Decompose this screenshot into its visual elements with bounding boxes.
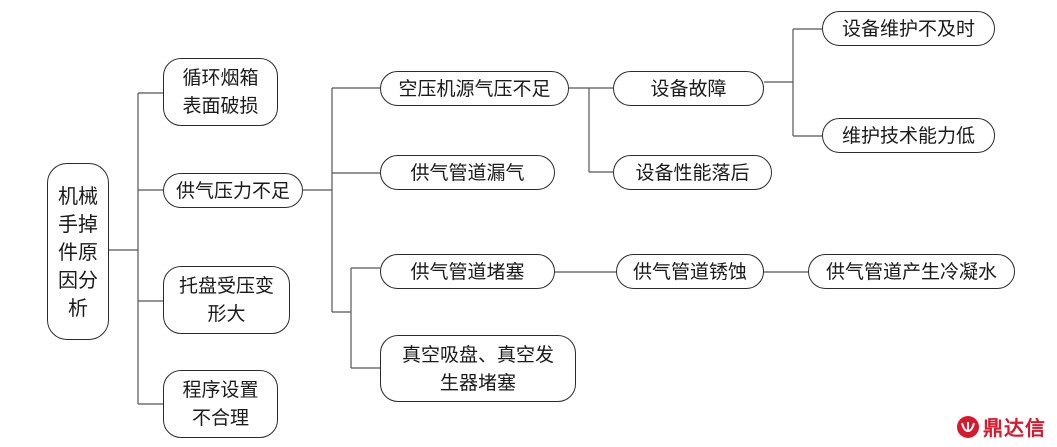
logo-icon [957,415,979,438]
cause-equipment-fault: 设备故障 [613,71,764,106]
cause-vacuum-blocked: 真空吸盘、真空发 生器堵塞 [380,335,576,402]
watermark-logo: 鼎达信 [957,412,1046,441]
cause-pipe-blocked: 供气管道堵塞 [380,254,555,289]
root-node: 机械 手掉 件原 因分 析 [47,163,109,340]
cause-pipe-leak: 供气管道漏气 [380,155,555,190]
cause-box-surface-damage: 循环烟箱 表面破损 [163,58,278,126]
cause-program-setting: 程序设置 不合理 [163,370,278,438]
logo-text: 鼎达信 [983,416,1046,440]
cause-pipe-rust: 供气管道锈蚀 [616,254,764,289]
cause-maintenance-late: 设备维护不及时 [822,11,995,46]
cause-tray-deformation: 托盘受压变 形大 [163,266,290,334]
cause-compressor-pressure: 空压机源气压不足 [380,71,569,106]
cause-pipe-condensate: 供气管道产生冷凝水 [808,254,1015,289]
cause-low-air-pressure: 供气压力不足 [163,173,303,208]
cause-maintenance-skill: 维护技术能力低 [822,118,995,153]
cause-equipment-performance: 设备性能落后 [613,155,772,190]
